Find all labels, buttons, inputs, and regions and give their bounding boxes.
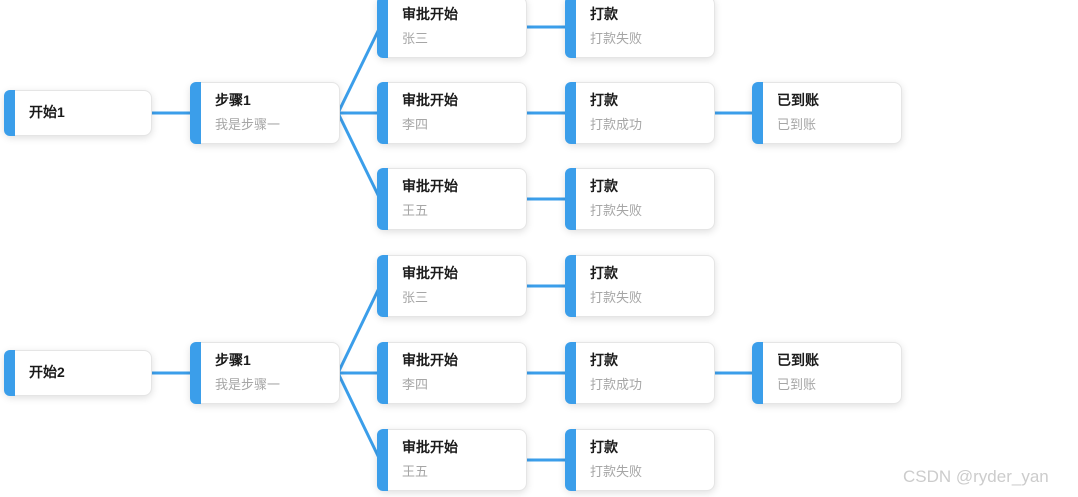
- edge-connector: [336, 26, 382, 114]
- node-pay-fail-wangwu-flow1[interactable]: 打款 打款失败: [565, 168, 715, 230]
- node-accent-bar: [565, 255, 576, 317]
- node-accent-bar: [377, 0, 388, 58]
- node-arrived-flow1[interactable]: 已到账 已到账: [752, 82, 902, 144]
- node-subtitle: 打款失败: [590, 202, 643, 218]
- node-subtitle: 已到账: [777, 376, 817, 392]
- node-title: 打款: [590, 352, 618, 368]
- node-title: 已到账: [777, 352, 819, 368]
- node-accent-bar: [565, 429, 576, 491]
- node-start-1[interactable]: 开始1: [4, 90, 152, 136]
- node-subtitle: 打款成功: [590, 376, 643, 392]
- node-accent-bar: [565, 168, 576, 230]
- node-accent-bar: [377, 429, 388, 491]
- node-step-1-flow1[interactable]: 步骤1 我是步骤一: [190, 82, 340, 144]
- csdn-watermark: CSDN @ryder_yan: [903, 467, 1049, 486]
- node-accent-bar: [565, 342, 576, 404]
- node-title: 打款: [590, 178, 618, 194]
- node-approval-zhangsan-flow2[interactable]: 审批开始 张三: [377, 255, 527, 317]
- node-title: 步骤1: [215, 92, 251, 108]
- node-subtitle: 王五: [402, 202, 429, 218]
- node-title: 打款: [590, 439, 618, 455]
- node-subtitle: 李四: [402, 376, 429, 392]
- node-pay-success-lisi-flow2[interactable]: 打款 打款成功: [565, 342, 715, 404]
- node-subtitle: 我是步骤一: [215, 116, 281, 132]
- node-accent-bar: [377, 168, 388, 230]
- node-accent-bar: [190, 342, 201, 404]
- node-accent-bar: [752, 342, 763, 404]
- node-pay-success-lisi-flow1[interactable]: 打款 打款成功: [565, 82, 715, 144]
- node-subtitle: 已到账: [777, 116, 817, 132]
- node-subtitle: 打款失败: [590, 30, 643, 46]
- node-title: 审批开始: [402, 352, 458, 368]
- node-start-2[interactable]: 开始2: [4, 350, 152, 396]
- node-accent-bar: [190, 82, 201, 144]
- node-accent-bar: [377, 342, 388, 404]
- node-approval-lisi-flow2[interactable]: 审批开始 李四: [377, 342, 527, 404]
- node-step-1-flow2[interactable]: 步骤1 我是步骤一: [190, 342, 340, 404]
- node-approval-zhangsan-flow1[interactable]: 审批开始 张三: [377, 0, 527, 58]
- node-pay-fail-zhangsan-flow1[interactable]: 打款 打款失败: [565, 0, 715, 58]
- node-accent-bar: [377, 255, 388, 317]
- node-subtitle: 张三: [402, 30, 429, 46]
- node-subtitle: 张三: [402, 289, 429, 305]
- node-title: 打款: [590, 6, 618, 22]
- node-title: 审批开始: [402, 6, 458, 22]
- node-accent-bar: [377, 82, 388, 144]
- node-title: 打款: [590, 265, 618, 281]
- node-title: 开始1: [29, 104, 65, 121]
- node-accent-bar: [565, 82, 576, 144]
- node-title: 审批开始: [402, 265, 458, 281]
- node-approval-wangwu-flow1[interactable]: 审批开始 王五: [377, 168, 527, 230]
- edge-connector: [336, 285, 382, 374]
- node-accent-bar: [4, 90, 15, 136]
- node-title: 已到账: [777, 92, 819, 108]
- edge-connector: [336, 112, 382, 200]
- node-title: 审批开始: [402, 92, 458, 108]
- node-subtitle: 打款失败: [590, 289, 643, 305]
- node-accent-bar: [565, 0, 576, 58]
- edge-connector: [336, 372, 382, 461]
- node-pay-fail-zhangsan-flow2[interactable]: 打款 打款失败: [565, 255, 715, 317]
- node-title: 审批开始: [402, 439, 458, 455]
- node-accent-bar: [4, 350, 15, 396]
- node-approval-wangwu-flow2[interactable]: 审批开始 王五: [377, 429, 527, 491]
- node-accent-bar: [752, 82, 763, 144]
- node-title: 步骤1: [215, 352, 251, 368]
- node-subtitle: 李四: [402, 116, 429, 132]
- node-pay-fail-wangwu-flow2[interactable]: 打款 打款失败: [565, 429, 715, 491]
- node-subtitle: 打款失败: [590, 463, 643, 479]
- node-subtitle: 我是步骤一: [215, 376, 281, 392]
- node-arrived-flow2[interactable]: 已到账 已到账: [752, 342, 902, 404]
- node-title: 审批开始: [402, 178, 458, 194]
- node-subtitle: 打款成功: [590, 116, 643, 132]
- node-title: 打款: [590, 92, 618, 108]
- node-title: 开始2: [29, 364, 65, 381]
- node-subtitle: 王五: [402, 463, 429, 479]
- node-approval-lisi-flow1[interactable]: 审批开始 李四: [377, 82, 527, 144]
